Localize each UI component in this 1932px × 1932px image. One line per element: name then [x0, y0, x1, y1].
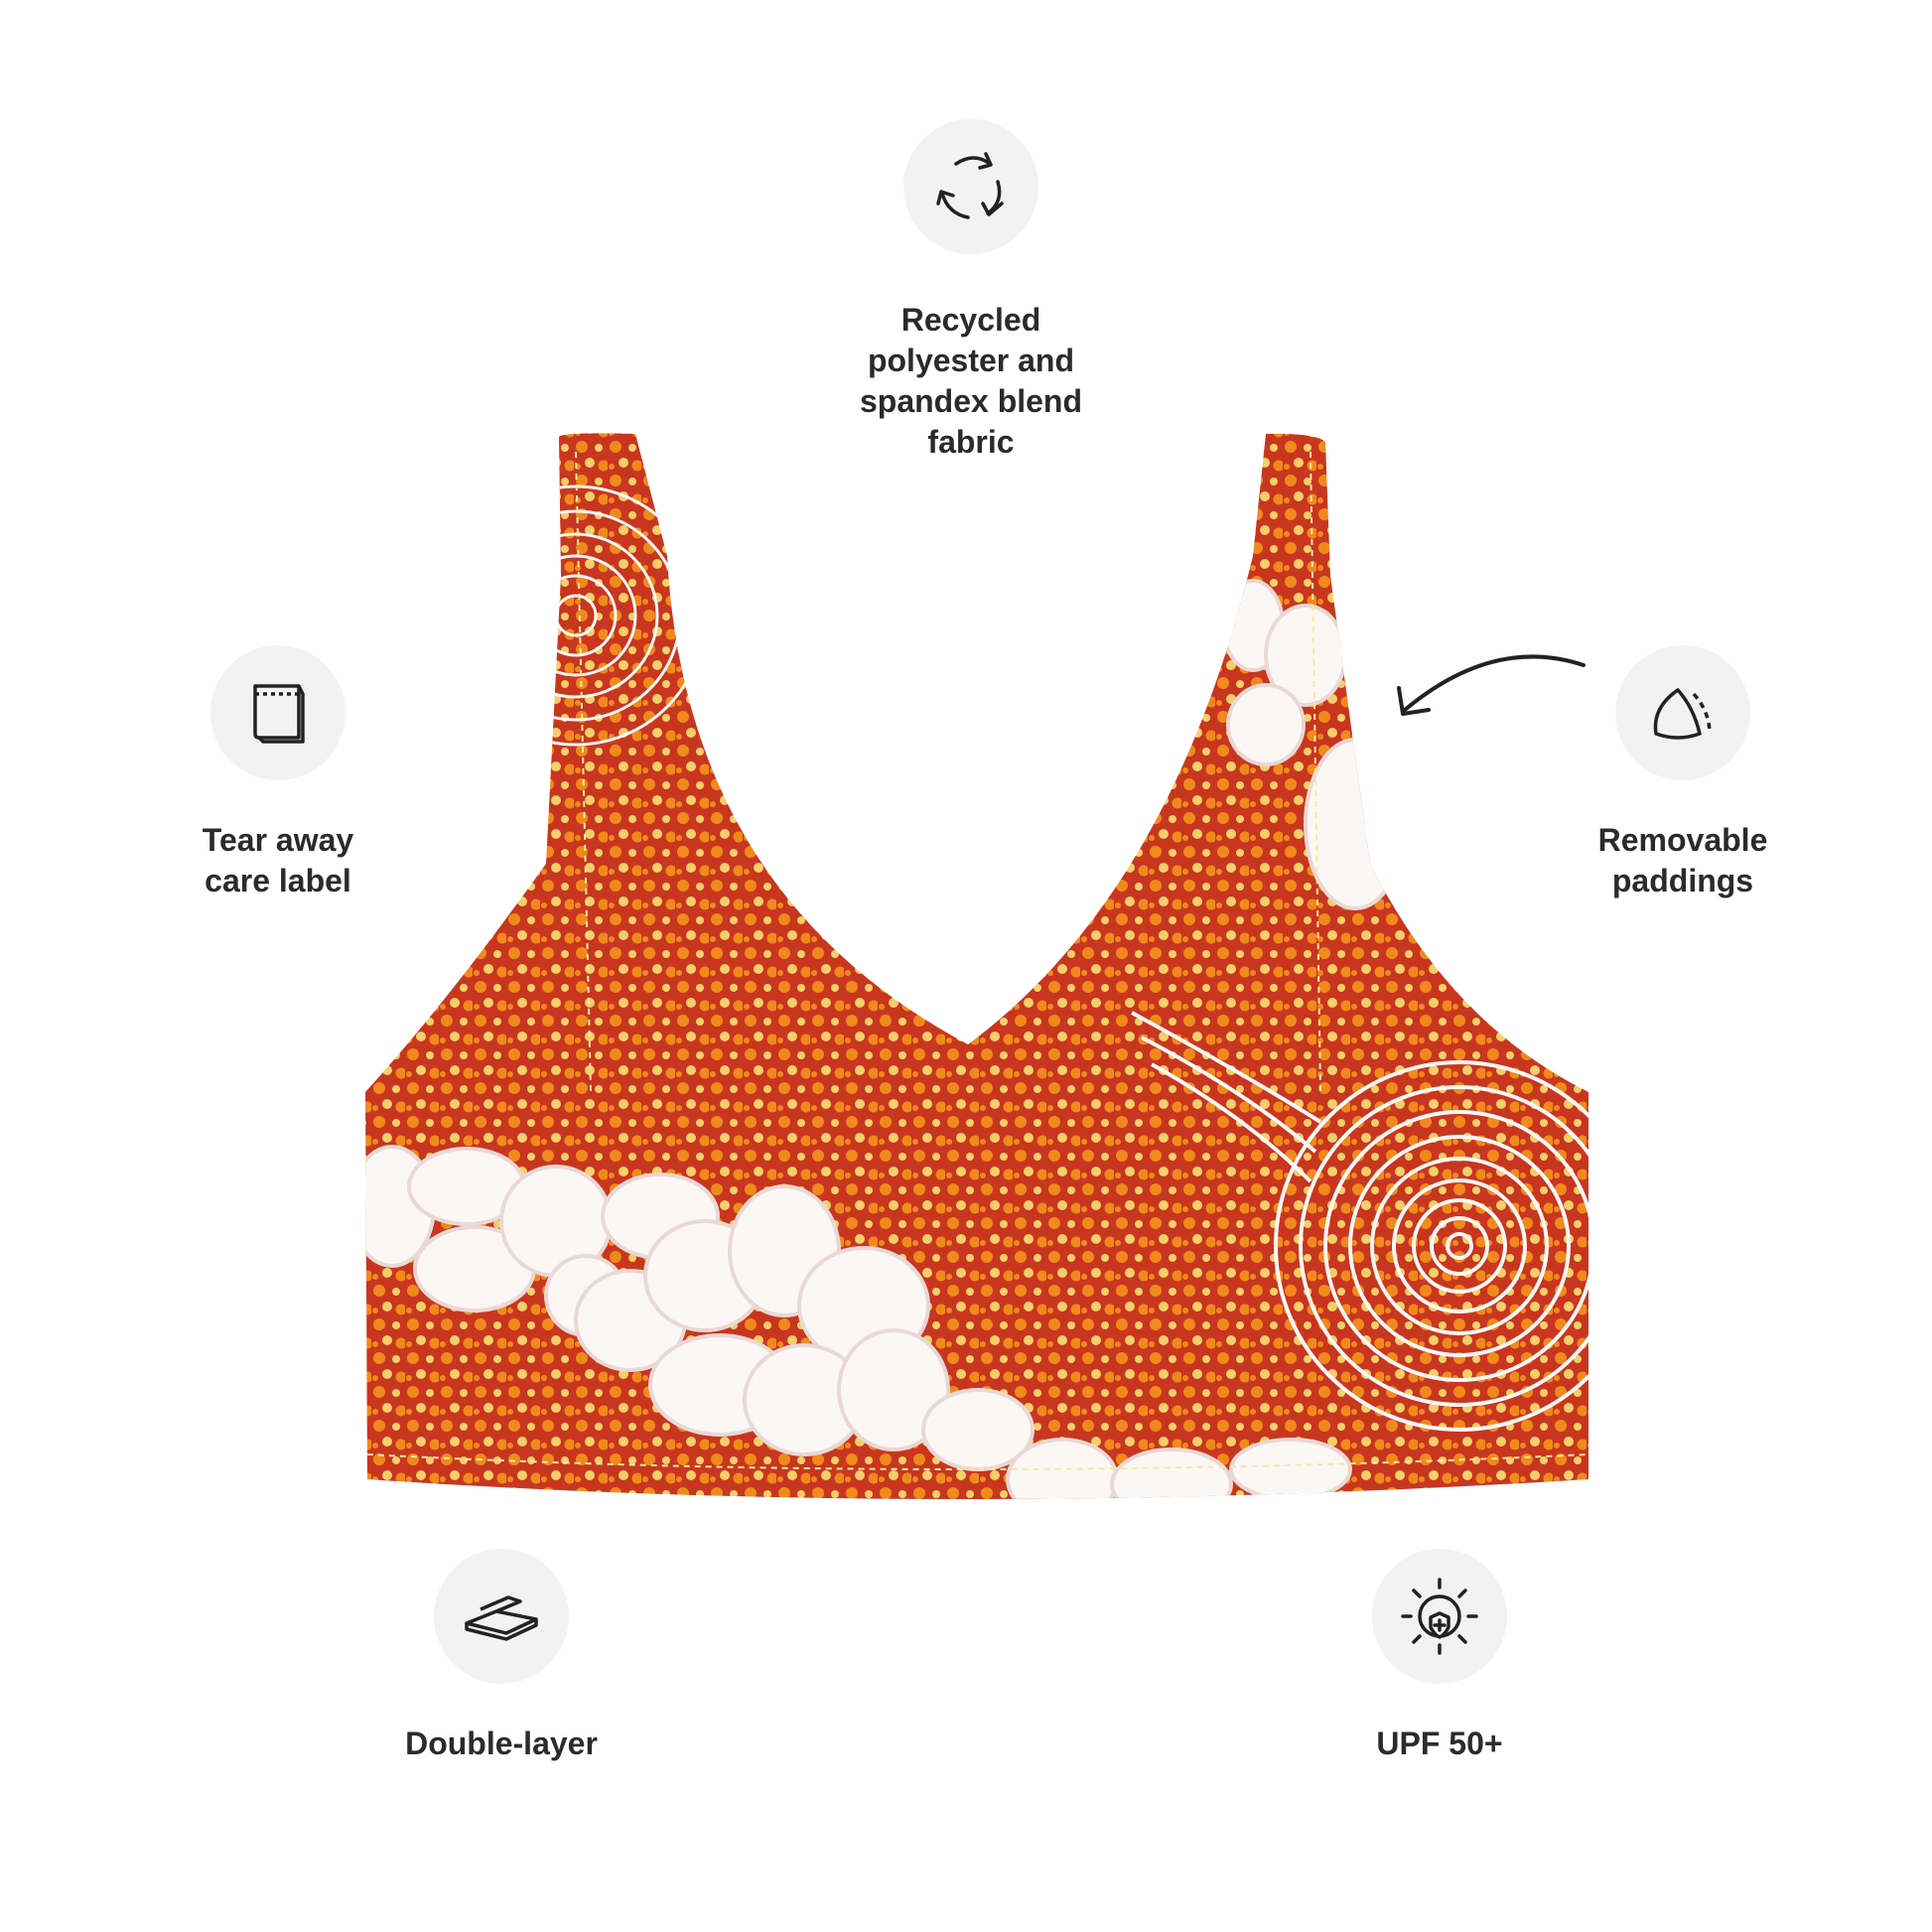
- feature-upf: UPF 50+: [1291, 1549, 1588, 1764]
- layers-icon: [434, 1549, 569, 1684]
- padding-icon: [1615, 645, 1750, 780]
- recycled-fabric-label: Recycled polyester and spandex blend fab…: [859, 302, 1083, 460]
- feature-tear-away-label: Tear away care label: [129, 645, 427, 901]
- removable-paddings-label: Removable paddings: [1597, 822, 1768, 898]
- tear-away-label-text: Tear away care label: [202, 822, 354, 898]
- recycle-icon: [903, 119, 1038, 254]
- upf-label: UPF 50+: [1376, 1725, 1503, 1761]
- double-layer-label: Double-layer: [405, 1725, 598, 1761]
- feature-recycled: Recycled polyester and spandex blend fab…: [772, 119, 1170, 463]
- pointer-arrow-icon: [1397, 654, 1586, 716]
- feature-double-layer: Double-layer: [352, 1549, 650, 1764]
- sun-shield-icon: [1372, 1549, 1507, 1684]
- feature-removable-paddings: Removable paddings: [1534, 645, 1832, 901]
- care-label-icon: [210, 645, 345, 780]
